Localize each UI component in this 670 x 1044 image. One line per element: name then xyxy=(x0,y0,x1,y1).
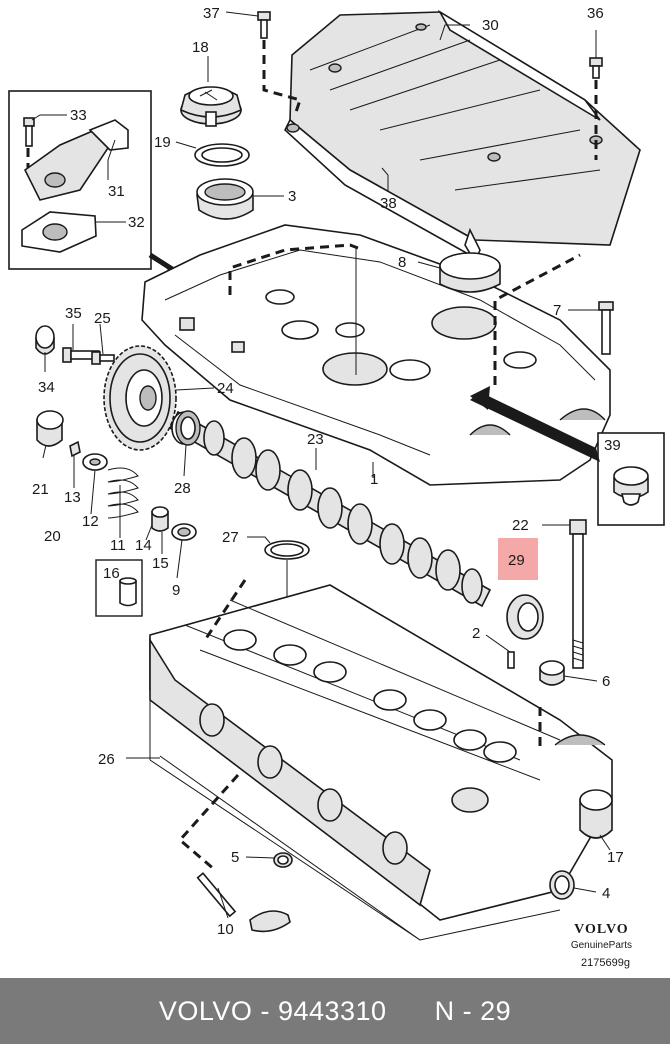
inset-box-16 xyxy=(95,559,143,617)
brand-tagline: GenuineParts xyxy=(570,940,632,951)
seal-4-drawing xyxy=(549,870,575,900)
valve-cover-drawing xyxy=(284,9,641,264)
callout-29: 29 xyxy=(508,552,525,569)
seal-29-drawing xyxy=(506,594,544,640)
dashed-line-carrier xyxy=(228,243,359,295)
cylinder-head-drawing xyxy=(149,584,613,941)
drawing-number: 2175699g xyxy=(581,957,630,969)
plug-6-drawing xyxy=(539,660,565,686)
footer-ref-label: N - 29 xyxy=(434,995,512,1026)
bolt-7-drawing xyxy=(598,301,614,355)
valve-10-drawing xyxy=(196,872,291,933)
callout-8: 8 xyxy=(398,254,406,271)
callout-16: 16 xyxy=(103,565,120,582)
seal-5-drawing xyxy=(273,852,293,868)
callout-10: 10 xyxy=(217,921,234,938)
callout-20: 20 xyxy=(44,528,61,545)
callout-17: 17 xyxy=(607,849,624,866)
seal-28-drawing xyxy=(175,410,201,446)
callout-12: 12 xyxy=(82,513,99,530)
callout-3: 3 xyxy=(288,188,296,205)
footer-make: VOLVO xyxy=(158,995,253,1026)
callout-27: 27 xyxy=(222,529,239,546)
callout-11: 11 xyxy=(110,537,126,554)
filler-neck-seal-drawing xyxy=(196,178,254,220)
callout-14: 14 xyxy=(135,537,152,554)
callout-labels: 30 37 36 18 33 19 31 3 38 32 8 7 35 25 3… xyxy=(32,5,624,938)
callout-33: 33 xyxy=(70,107,87,124)
bolt-37-drawing xyxy=(257,11,271,39)
head-bolt-22-drawing xyxy=(569,519,587,669)
callout-28: 28 xyxy=(174,480,191,497)
plug-34-drawing xyxy=(35,325,55,355)
camshaft-gear-drawing xyxy=(103,345,177,451)
callout-22: 22 xyxy=(512,517,529,534)
callout-34: 34 xyxy=(38,379,55,396)
callout-5: 5 xyxy=(231,849,239,866)
footer-gap xyxy=(387,996,435,1027)
spring-retainer-12-drawing xyxy=(82,453,108,471)
callout-18: 18 xyxy=(192,39,209,56)
callout-31: 31 xyxy=(108,183,125,200)
brand-name: VOLVO xyxy=(574,922,629,937)
callout-35: 35 xyxy=(65,305,82,322)
callout-36: 36 xyxy=(587,5,604,22)
leader-lines xyxy=(31,11,611,919)
dashed-line-9 xyxy=(203,579,247,641)
callout-2: 2 xyxy=(472,625,480,642)
exploded-parts-diagram: 30 37 36 18 33 19 31 3 38 32 8 7 35 25 3… xyxy=(8,5,665,941)
spring-seat-9-drawing xyxy=(171,523,197,541)
plug-17-drawing xyxy=(579,789,613,839)
o-ring-27-drawing xyxy=(264,540,310,560)
callout-23: 23 xyxy=(307,431,324,448)
callout-24: 24 xyxy=(217,380,234,397)
callout-29-highlight xyxy=(498,538,538,580)
callout-13: 13 xyxy=(64,489,81,506)
dowel-2-drawing xyxy=(507,651,515,669)
hydraulic-tappet-21-drawing xyxy=(36,410,64,447)
callout-19: 19 xyxy=(154,134,171,151)
callout-21: 21 xyxy=(32,481,49,498)
callout-32: 32 xyxy=(128,214,145,231)
inset-box-39 xyxy=(470,386,665,526)
brand-block: VOLVO GenuineParts xyxy=(571,922,632,951)
camshaft-drawing xyxy=(168,410,492,608)
plug-8-drawing xyxy=(439,252,501,293)
valve-spring-11-drawing xyxy=(107,467,139,519)
footer-part-number: 9443310 xyxy=(277,995,387,1026)
cap-seal-drawing xyxy=(194,143,250,167)
part-info-footer: VOLVO - 9443310 N - 29 xyxy=(0,978,670,1044)
camshaft-carrier-drawing xyxy=(141,224,611,486)
callout-38: 38 xyxy=(380,195,397,212)
callout-1: 1 xyxy=(370,471,378,488)
footer-separator: - xyxy=(252,995,278,1026)
bolt-25-drawing xyxy=(91,351,115,365)
callout-7: 7 xyxy=(553,302,561,319)
callout-4: 4 xyxy=(602,885,610,902)
oil-filler-cap-drawing xyxy=(180,86,242,127)
valve-stem-seal-14-drawing xyxy=(151,506,169,532)
callout-37: 37 xyxy=(203,5,220,22)
callout-25: 25 xyxy=(94,310,111,327)
dashed-line-37 xyxy=(262,40,302,113)
callout-39: 39 xyxy=(604,437,621,454)
callout-30: 30 xyxy=(482,17,499,34)
dashed-line-10 xyxy=(177,774,240,872)
bolt-36-drawing xyxy=(589,57,603,79)
valve-collet-13-drawing xyxy=(69,440,81,458)
callout-15: 15 xyxy=(152,555,169,572)
callout-26: 26 xyxy=(98,751,115,768)
callout-9: 9 xyxy=(172,582,180,599)
callout-6: 6 xyxy=(602,673,610,690)
